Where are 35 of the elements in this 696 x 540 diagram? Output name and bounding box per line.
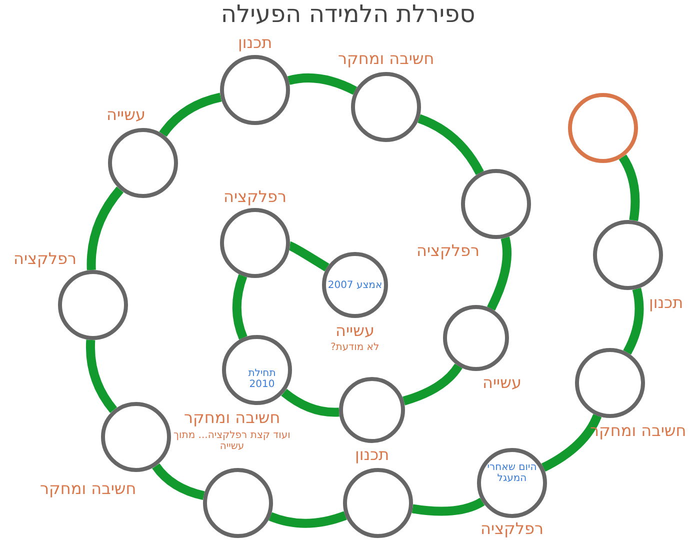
- stage-label: חשיבה ומחקר: [40, 480, 136, 498]
- stage-note: ועוד קצת רפלקציה... מתוך עשייה: [172, 430, 292, 452]
- spiral-path: [152, 463, 205, 500]
- stage-label: עשייה: [106, 106, 146, 124]
- spiral-path: [618, 154, 640, 222]
- stage-label: חשיבה ומחקר: [184, 409, 280, 427]
- stage-label: עשייה: [482, 374, 522, 392]
- stage-label: רפלקציה: [224, 188, 286, 206]
- stage-label: עשייה: [336, 322, 374, 340]
- spiral-path: [288, 73, 357, 95]
- stage-label: תכנון: [355, 446, 390, 464]
- stage-label: רפלקציה: [14, 250, 76, 268]
- spiral-path: [86, 340, 118, 413]
- spiral-path: [86, 186, 124, 270]
- stage-label: רפלקציה: [480, 520, 544, 538]
- spiral-path: [268, 511, 347, 528]
- spiral-path: [412, 498, 485, 516]
- spiral-path: [402, 363, 462, 406]
- spiral-path: [486, 236, 512, 311]
- spiral-path: [418, 114, 484, 176]
- slide-heading: תחילת 2010: [247, 368, 277, 390]
- slide-heading: היום שאחרי המעגל: [486, 462, 538, 484]
- spiral-path: [232, 274, 248, 340]
- stage-note: לא מודעת?: [330, 342, 380, 353]
- spiral-path: [281, 388, 340, 417]
- stage-label: חשיבה ומחקר: [338, 50, 434, 68]
- spiral-path: [623, 288, 644, 354]
- spiral-path: [541, 414, 602, 472]
- spiral-path: [159, 92, 222, 137]
- slide-heading: אמצע 2007: [327, 280, 383, 291]
- stage-label: רפלקציה: [416, 242, 480, 260]
- diagram-title: ספירלת הלמידה הפעילה: [220, 0, 476, 28]
- stage-label: תכנון: [238, 34, 272, 52]
- spiral-path: [288, 242, 330, 272]
- stage-label: תכנון: [649, 294, 684, 312]
